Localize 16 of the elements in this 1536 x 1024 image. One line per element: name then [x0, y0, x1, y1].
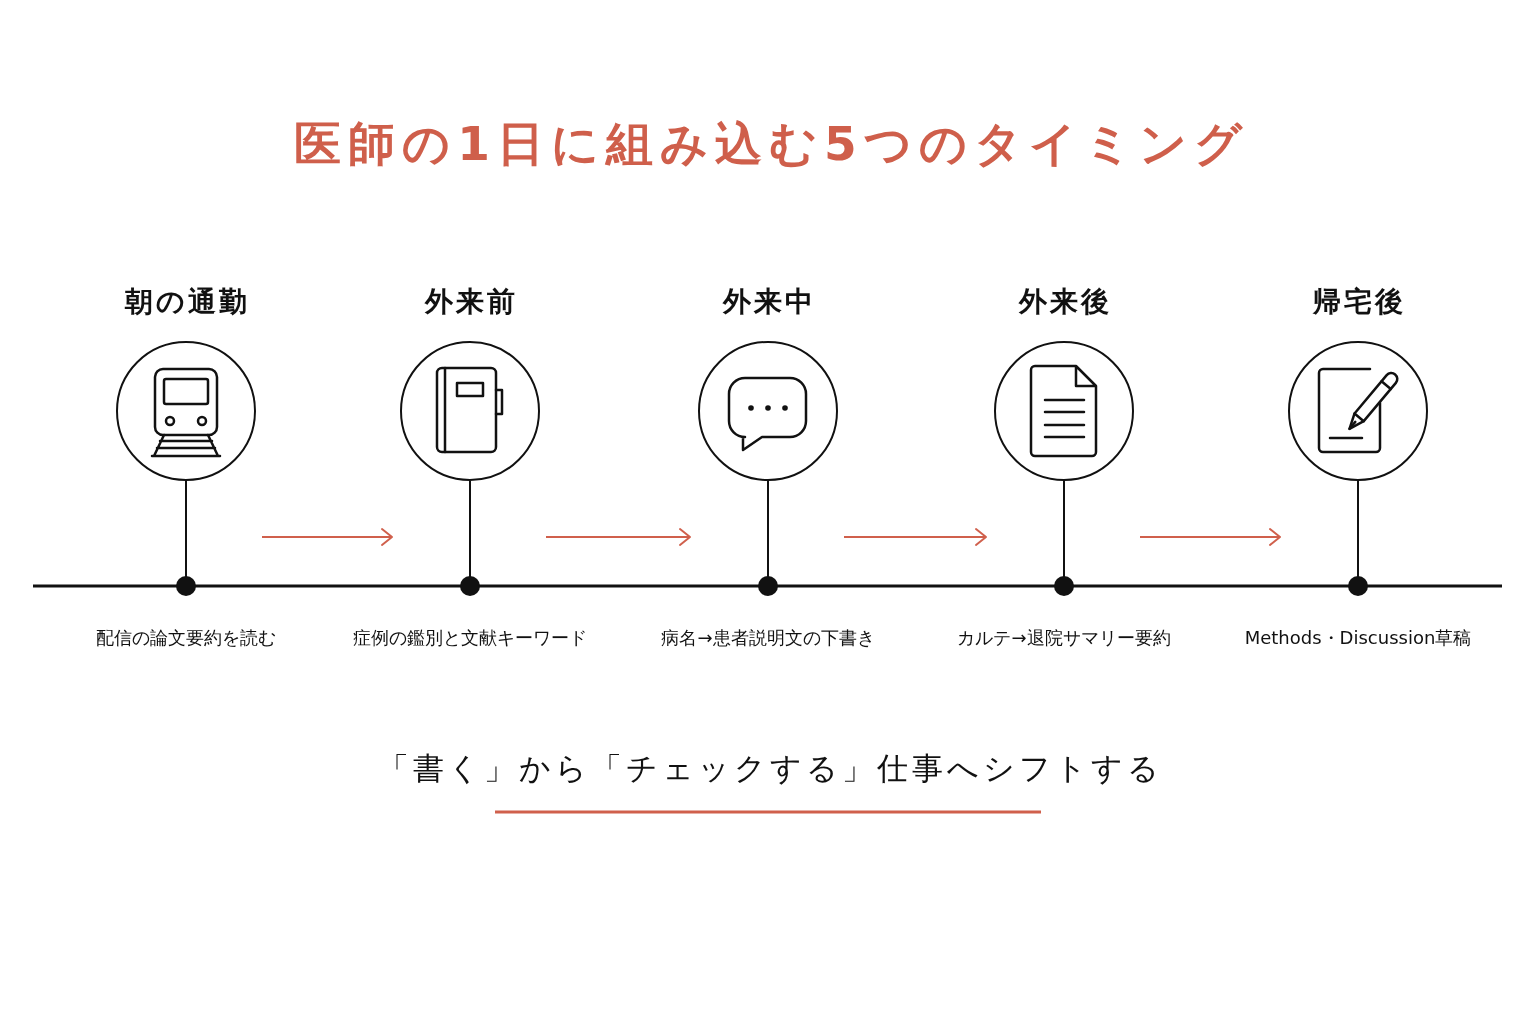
stage-heading: 帰宅後 — [1312, 284, 1406, 320]
stage-description: カルテ→退院サマリー要約 — [957, 626, 1171, 650]
tagline: 「書く」から「チェックする」仕事へシフトする — [376, 749, 1163, 788]
arrow — [1139, 528, 1281, 546]
stage-heading: 外来中 — [721, 284, 816, 320]
stage-description: 配信の論文要約を読む — [96, 626, 276, 650]
stage-description: Methods・Discussion草稿 — [1244, 626, 1472, 650]
stage-description: 症例の鑑別と文献キーワード — [353, 626, 587, 650]
stage-heading: 朝の通勤 — [123, 284, 250, 320]
arrow — [261, 528, 393, 546]
title: 医師の1日に組み込む5つのタイミング — [293, 115, 1249, 173]
stage-description: 病名→患者説明文の下書き — [661, 626, 875, 650]
stage-heading: 外来前 — [423, 284, 518, 320]
stage-heading: 外来後 — [1017, 284, 1112, 320]
arrow — [843, 528, 987, 546]
arrow — [545, 528, 691, 546]
